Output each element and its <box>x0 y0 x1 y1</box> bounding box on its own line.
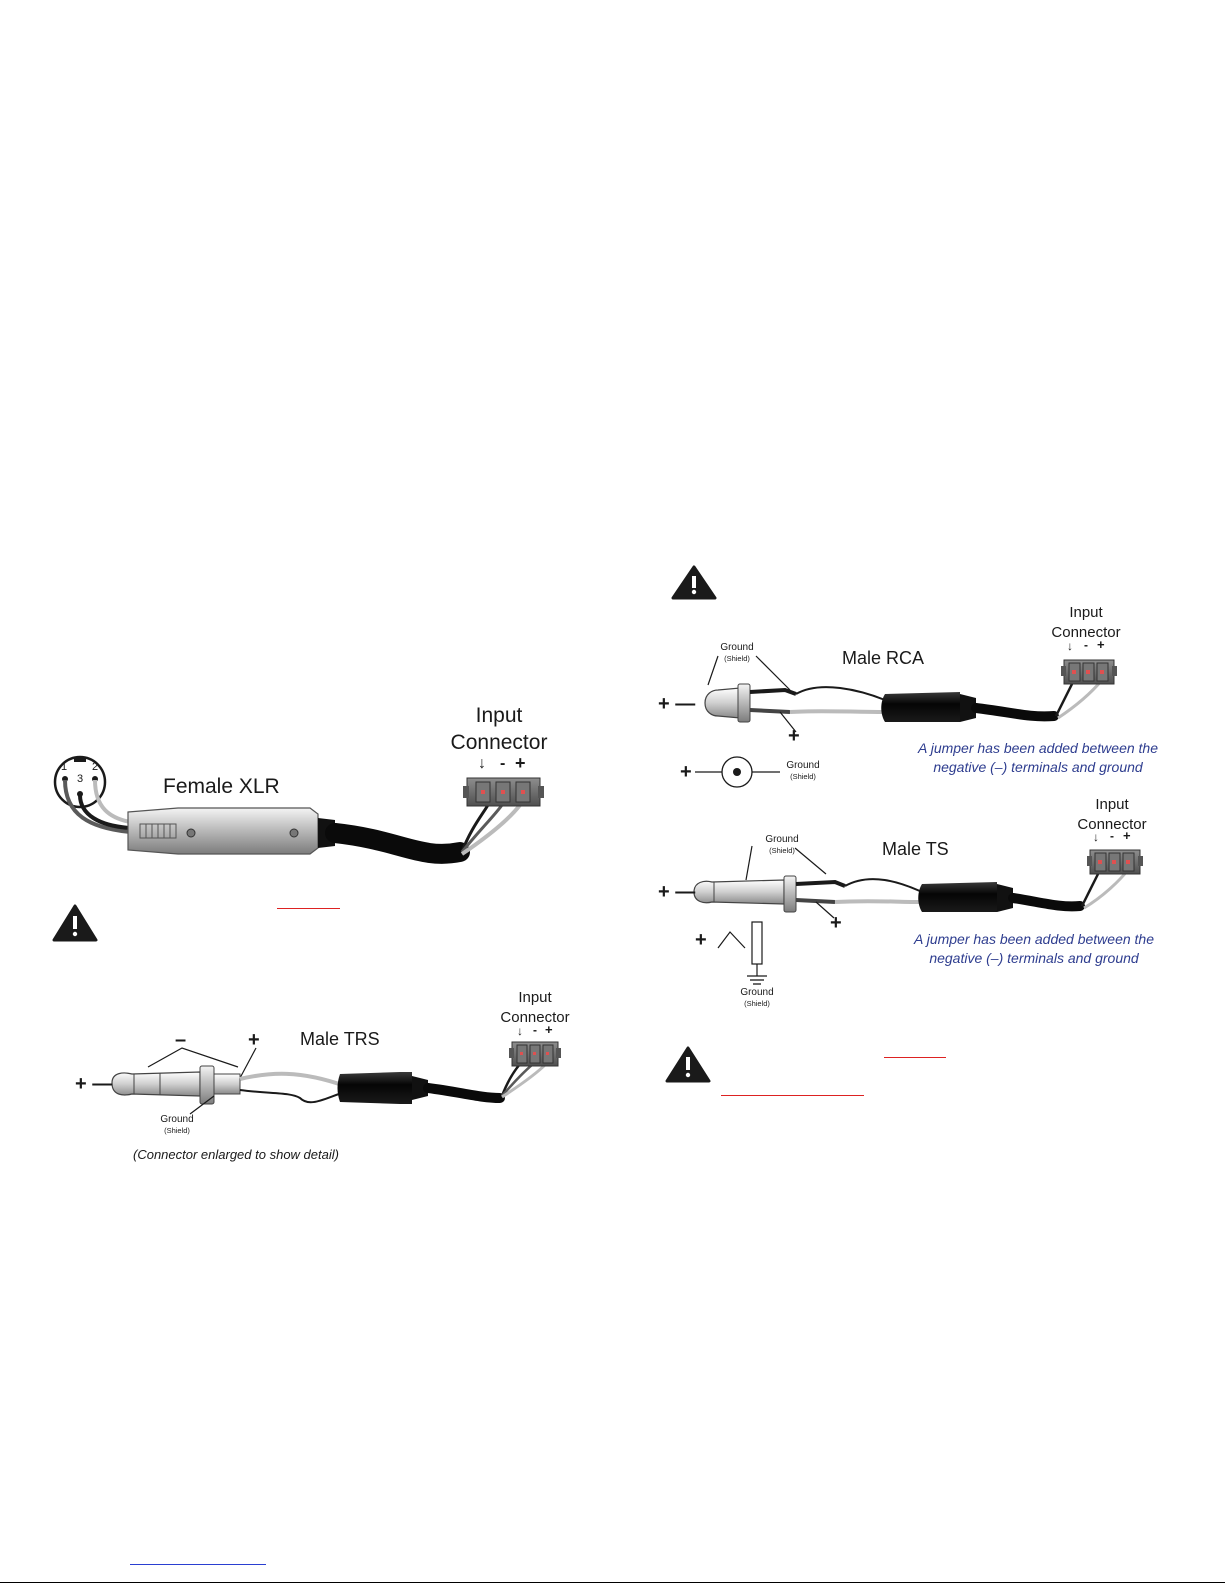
trs-terminal-ground: ↓ <box>517 1024 523 1038</box>
link-underline[interactable] <box>277 908 340 909</box>
ts-terminal-ground: ↓ <box>1093 830 1099 844</box>
rca-diagram <box>695 655 1117 788</box>
ts-plus-label: + <box>830 912 842 934</box>
ts-terminal-minus: - <box>1110 829 1114 843</box>
xlr-terminal-plus: + <box>515 753 526 773</box>
ts-diagram <box>693 845 1143 985</box>
xlr-diagram <box>53 755 544 864</box>
trs-minus-label: – <box>175 1029 187 1051</box>
ts-symbol-plus: + <box>695 929 707 951</box>
warning-icon <box>665 1046 711 1083</box>
xlr-pin-2: 2 <box>92 761 99 773</box>
trs-plus-label: + <box>248 1029 260 1051</box>
ts-input-connector <box>1087 849 1143 875</box>
link-underline[interactable] <box>130 1564 266 1565</box>
trs-terminal-plus: + <box>545 1022 553 1037</box>
ts-terminal-plus: + <box>1123 828 1131 843</box>
rca-input-connector <box>1061 659 1117 685</box>
warning-icon <box>52 904 98 942</box>
rca-symbol-ground: Ground(Shield) <box>786 760 820 781</box>
trs-diagram <box>111 1041 561 1115</box>
ts-symbol-ground: Ground(Shield) <box>740 987 774 1008</box>
rca-terminal-plus: + <box>1097 637 1105 652</box>
trs-terminal-minus: - <box>533 1023 537 1037</box>
link-underline[interactable] <box>884 1057 946 1058</box>
xlr-input-connector <box>463 777 544 807</box>
link-underline[interactable] <box>721 1095 864 1096</box>
xlr-pin-3: 3 <box>77 773 84 785</box>
rca-polarity: + — <box>658 693 696 715</box>
xlr-title: Female XLR <box>163 775 280 798</box>
rca-symbol-plus: + <box>680 761 692 783</box>
ts-title: Male TS <box>882 839 949 859</box>
trs-input-connector <box>509 1041 561 1067</box>
rca-terminal-ground: ↓ <box>1067 639 1073 653</box>
xlr-terminal-ground: ↓ <box>478 755 486 772</box>
rca-terminal-minus: - <box>1084 638 1088 652</box>
trs-polarity: + — <box>75 1073 113 1095</box>
trs-title: Male TRS <box>300 1029 380 1049</box>
ts-polarity: + — <box>658 881 696 903</box>
rca-title: Male RCA <box>842 648 925 668</box>
rca-plus-label: + <box>788 725 800 747</box>
trs-ground-label: Ground(Shield) <box>160 1114 194 1135</box>
xlr-body <box>127 807 319 855</box>
rca-ground-label: Ground(Shield) <box>720 642 754 663</box>
warning-icon <box>671 565 717 600</box>
xlr-pin-1: 1 <box>61 761 68 773</box>
ts-ground-label: Ground(Shield) <box>765 834 799 855</box>
page-bottom-rule <box>0 1582 1225 1583</box>
trs-caption: (Connector enlarged to show detail) <box>133 1147 339 1162</box>
xlr-terminal-minus: - <box>500 755 506 772</box>
